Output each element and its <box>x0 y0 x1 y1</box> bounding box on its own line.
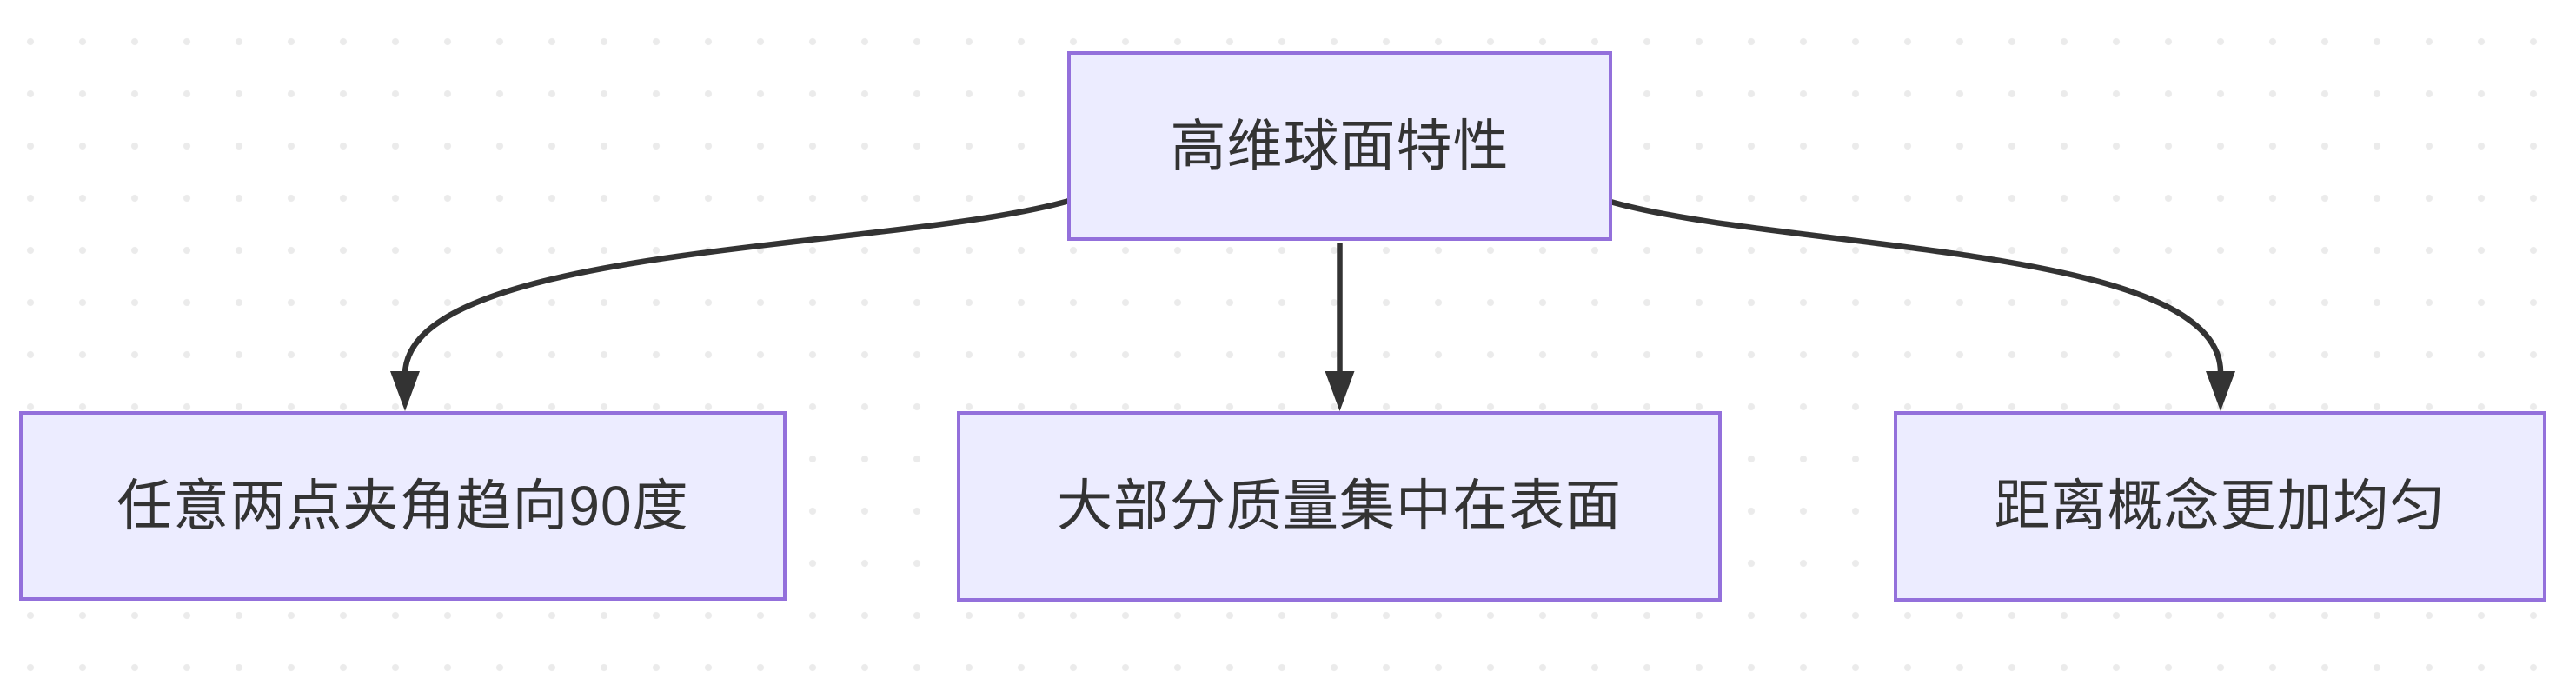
node-child-distance-label: 距离概念更加均匀 <box>1994 475 2447 538</box>
node-root-label: 高维球面特性 <box>1170 114 1510 177</box>
arrowhead-b-icon <box>1325 371 1355 411</box>
node-root: 高维球面特性 <box>1067 51 1612 241</box>
node-child-distance: 距离概念更加均匀 <box>1894 411 2546 602</box>
node-child-mass-label: 大部分质量集中在表面 <box>1057 475 1622 538</box>
node-child-angle: 任意两点夹角趋向90度 <box>19 411 787 601</box>
edge-root-to-a <box>402 197 1070 375</box>
node-child-mass: 大部分质量集中在表面 <box>957 411 1722 602</box>
arrowhead-a-icon <box>390 371 420 411</box>
edge-root-to-c <box>1610 198 2224 375</box>
node-child-angle-label: 任意两点夹角趋向90度 <box>116 474 689 537</box>
arrowhead-c-icon <box>2206 371 2235 411</box>
